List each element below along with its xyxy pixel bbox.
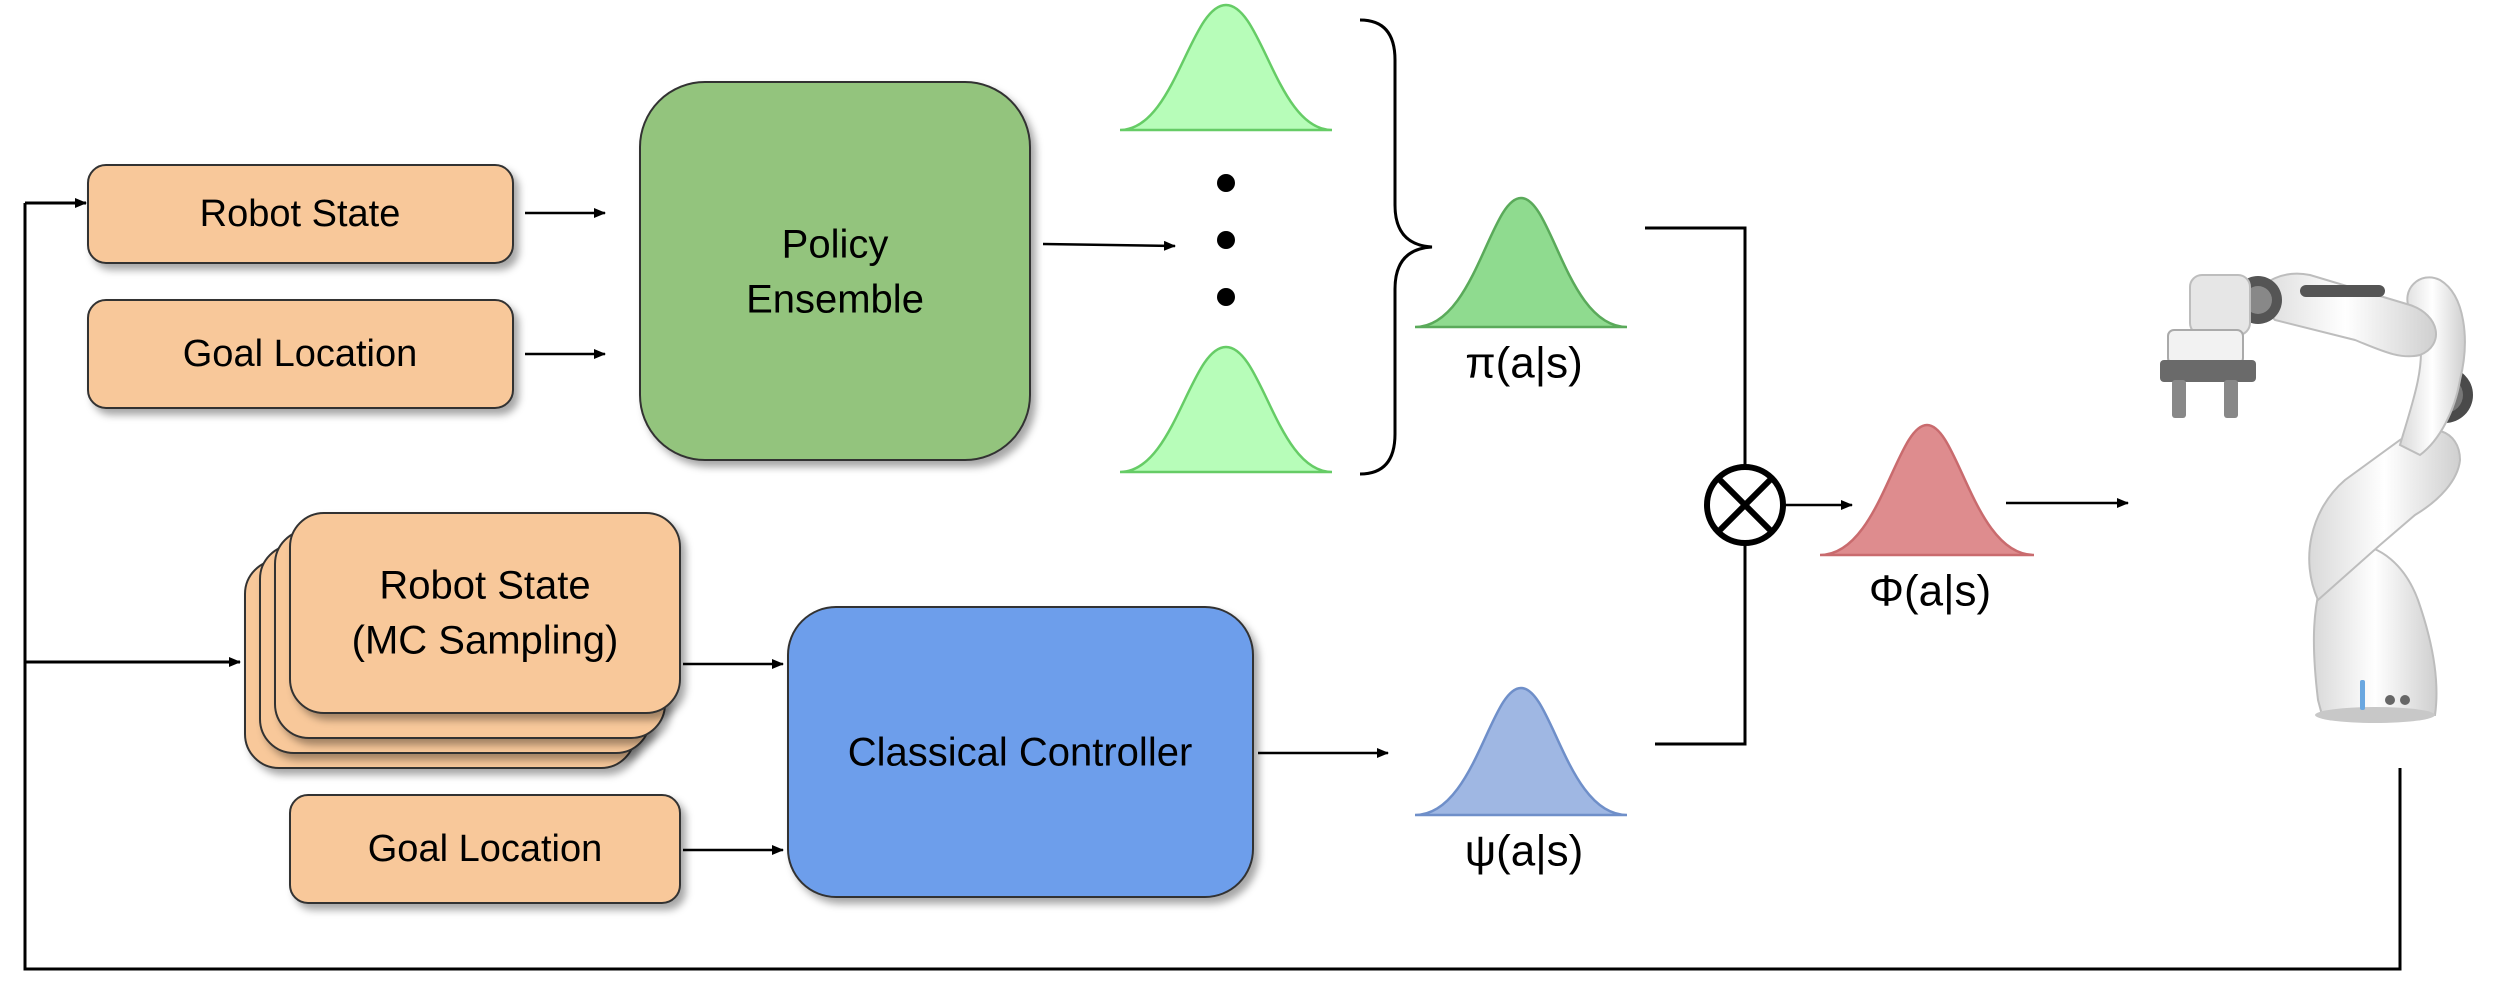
policy-ensemble-label-line2: Ensemble — [746, 278, 924, 322]
ensemble-member-distribution-bottom — [1119, 345, 1333, 474]
robot-arm-image — [2160, 272, 2473, 723]
arrow-policy-to-ensemble — [1042, 240, 1176, 251]
product-operator-icon — [1704, 464, 1786, 546]
policy-ensemble-block — [639, 81, 1031, 461]
combined-distribution-label: Φ(a|s) — [1869, 567, 1991, 616]
goal-location-block — [87, 299, 514, 409]
policy-ensemble-label-line1: Policy — [782, 223, 889, 267]
controller-distribution — [1414, 686, 1628, 817]
aggregation-brace — [1359, 18, 1433, 476]
goal-location-bottom-block — [289, 794, 681, 904]
controller-to-product-line — [1655, 545, 1747, 746]
policy-distribution — [1414, 196, 1628, 329]
robot-state-mc-label-line2: (MC Sampling) — [352, 619, 619, 663]
controller-distribution-label: ψ(a|s) — [1465, 827, 1584, 876]
ensemble-member-distribution-top — [1119, 3, 1333, 132]
ellipsis-dot — [1217, 231, 1235, 249]
classical-controller-label: Classical Controller — [848, 731, 1193, 775]
mc-sample-card — [289, 512, 681, 714]
policy-to-product-line — [1645, 226, 1747, 475]
classical-controller-block — [787, 606, 1254, 898]
robot-state-label: Robot State — [200, 193, 401, 235]
ellipsis-dot — [1217, 288, 1235, 306]
feedback-loop-line — [23, 203, 2402, 971]
goal-location-bottom-label: Goal Location — [368, 828, 603, 870]
robot-state-block — [87, 164, 514, 264]
robot-state-mc-label-line1: Robot State — [379, 564, 590, 608]
policy-distribution-label: π(a|s) — [1465, 339, 1583, 388]
goal-location-label: Goal Location — [183, 333, 418, 375]
mc-sample-stack — [244, 512, 681, 769]
ellipsis-dot — [1217, 174, 1235, 192]
combined-distribution — [1819, 423, 2035, 557]
